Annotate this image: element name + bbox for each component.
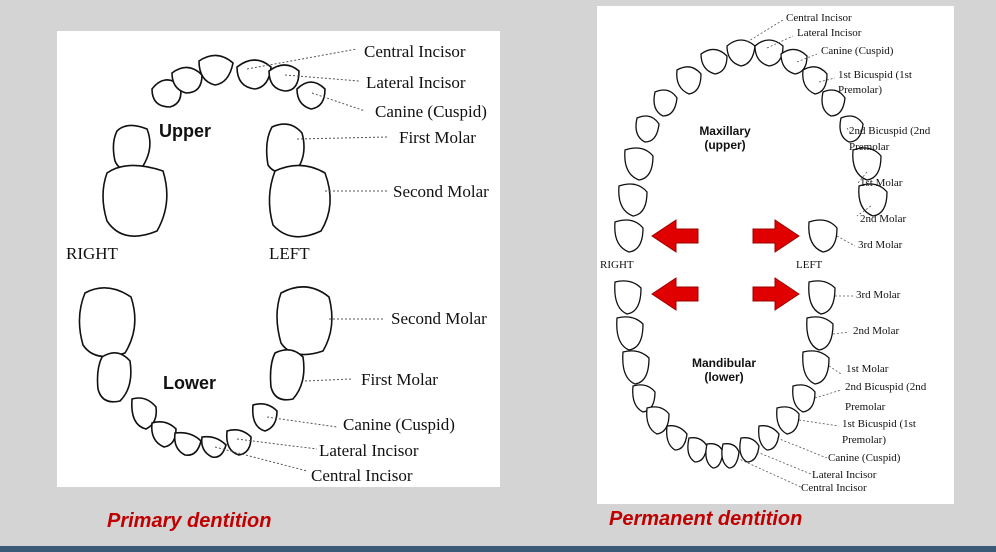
perm-lower-2nd-molar-label: 2nd Molar: [853, 325, 900, 337]
perm-lower-1st-bicuspid-label: 1st Bicuspid (1st: [842, 418, 916, 430]
perm-upper-2nd-bicuspid-label: 2nd Bicuspid (2nd: [849, 125, 931, 137]
primary-lower-second-molar-label: Second Molar: [391, 309, 487, 328]
perm-upper-canine-label: Canine (Cuspid): [821, 45, 894, 57]
perm-upper-2nd-bicuspid-label-2: Premolar: [849, 141, 890, 153]
permanent-lower-arch: [614, 280, 836, 469]
perm-upper-1st-molar-label: 1st Molar: [860, 177, 903, 189]
primary-upper-second-molar-label: Second Molar: [393, 182, 489, 201]
perm-upper-lateral-incisor-label: Lateral Incisor: [797, 27, 862, 39]
primary-upper-arch: [102, 54, 331, 238]
primary-dentition-panel: Central Incisor Lateral Incisor Canine (…: [57, 31, 500, 487]
primary-lower-canine-label: Canine (Cuspid): [343, 415, 455, 434]
maxillary-label-line1: Maxillary: [699, 124, 751, 138]
arrow-left-lower: [651, 277, 699, 311]
permanent-dentition-caption: Permanent dentition: [609, 508, 803, 530]
perm-lower-2nd-bicuspid-label: 2nd Bicuspid (2nd: [845, 381, 927, 393]
primary-lower-first-molar-label: First Molar: [361, 370, 438, 389]
bottom-accent-bar: [0, 546, 996, 552]
primary-lower-arch: [78, 286, 333, 459]
primary-lower-label: Lower: [163, 373, 217, 393]
maxillary-label-line2: (upper): [704, 137, 746, 152]
arrow-right-lower: [752, 277, 800, 311]
perm-left-label: LEFT: [796, 259, 823, 271]
perm-upper-1st-bicuspid-label: 1st Bicuspid (1st: [838, 69, 912, 81]
perm-lower-central-incisor-label: Central Incisor: [801, 482, 867, 494]
primary-right-label: RIGHT: [66, 244, 118, 263]
perm-lower-lateral-incisor-label: Lateral Incisor: [812, 469, 877, 481]
mandibular-label-line1: Mandibular: [691, 356, 756, 370]
arrow-left-upper: [651, 219, 699, 253]
perm-upper-central-incisor-label: Central Incisor: [786, 12, 852, 24]
primary-upper-lateral-incisor-label: Lateral Incisor: [366, 73, 466, 92]
primary-upper-label: Upper: [159, 121, 212, 141]
permanent-dentition-panel: Central Incisor Lateral Incisor Canine (…: [597, 6, 954, 504]
perm-lower-3rd-molar-label: 3rd Molar: [856, 289, 901, 301]
primary-leader-lines: [214, 48, 388, 472]
maxillary-label: Maxillary (upper): [685, 124, 765, 153]
mandibular-label: Mandibular (lower): [679, 356, 769, 385]
perm-right-label: RIGHT: [600, 259, 634, 271]
perm-upper-3rd-molar-label: 3rd Molar: [858, 239, 903, 251]
primary-lower-central-incisor-label: Central Incisor: [311, 466, 413, 485]
perm-lower-canine-label: Canine (Cuspid): [828, 452, 901, 464]
primary-left-label: LEFT: [269, 244, 310, 263]
primary-teeth-drawing: [78, 48, 388, 472]
perm-lower-2nd-bicuspid-label-2: Premolar: [845, 401, 886, 413]
permanent-leader-lines: [736, 19, 872, 489]
permanent-upper-arch: [614, 39, 888, 253]
primary-upper-canine-label: Canine (Cuspid): [375, 102, 487, 121]
primary-lower-lateral-incisor-label: Lateral Incisor: [319, 441, 419, 460]
primary-upper-first-molar-label: First Molar: [399, 128, 476, 147]
permanent-teeth-drawing: [614, 19, 888, 489]
primary-upper-central-incisor-label: Central Incisor: [364, 42, 466, 61]
mandibular-label-line2: (lower): [704, 369, 744, 384]
arrow-right-upper: [752, 219, 800, 253]
perm-upper-2nd-molar-label: 2nd Molar: [860, 213, 907, 225]
perm-upper-1st-bicuspid-label-2: Premolar): [838, 84, 882, 96]
primary-dentition-caption: Primary dentition: [107, 510, 272, 532]
perm-lower-1st-bicuspid-label-2: Premolar): [842, 434, 886, 446]
permanent-red-arrows: [651, 219, 800, 311]
perm-lower-1st-molar-label: 1st Molar: [846, 363, 889, 375]
